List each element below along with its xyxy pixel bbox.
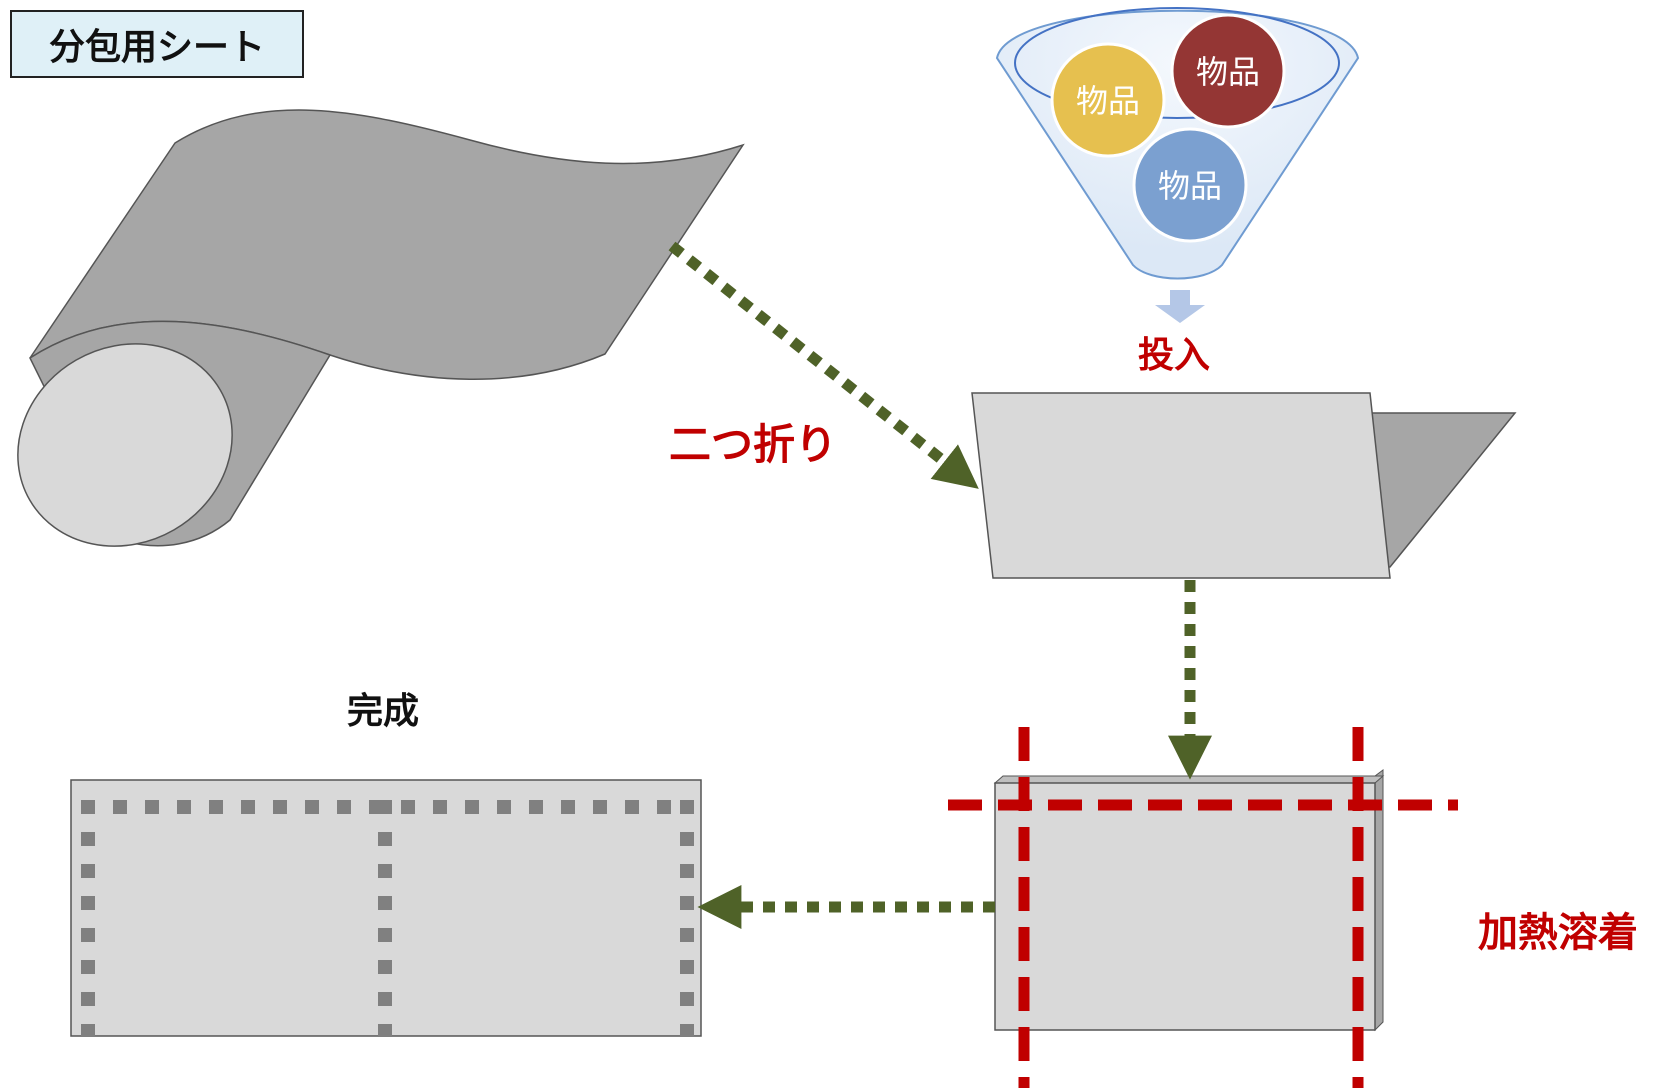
item-label: 物品 <box>1076 82 1140 120</box>
item-ball-blue: 物品 <box>1132 127 1248 243</box>
sealed-package <box>948 727 1458 1088</box>
arrow-roll-to-fold <box>668 241 979 489</box>
item-ball-yellow: 物品 <box>1050 42 1166 158</box>
item-label: 物品 <box>1196 53 1260 91</box>
package-face <box>994 782 1376 1031</box>
roll-end <box>17 343 233 547</box>
package-top <box>993 775 1385 784</box>
folded-sheet <box>971 392 1517 579</box>
label-fold: 二つ折り <box>669 420 838 469</box>
down-arrow-icon <box>1155 290 1205 323</box>
item-ball-red: 物品 <box>1170 13 1286 129</box>
page-title: 分包用シート <box>10 10 304 78</box>
finished-strip <box>70 779 702 1037</box>
funnel-rim <box>1014 7 1340 119</box>
folded-sheet-front <box>971 392 1391 579</box>
label-insert: 投入 <box>1138 335 1211 376</box>
sheet-roll <box>17 109 745 547</box>
funnel: 物品 物品 物品 <box>995 7 1360 280</box>
label-seal: 加熱溶着 <box>1478 910 1638 956</box>
label-done: 完成 <box>347 691 420 732</box>
item-label: 物品 <box>1158 167 1222 205</box>
